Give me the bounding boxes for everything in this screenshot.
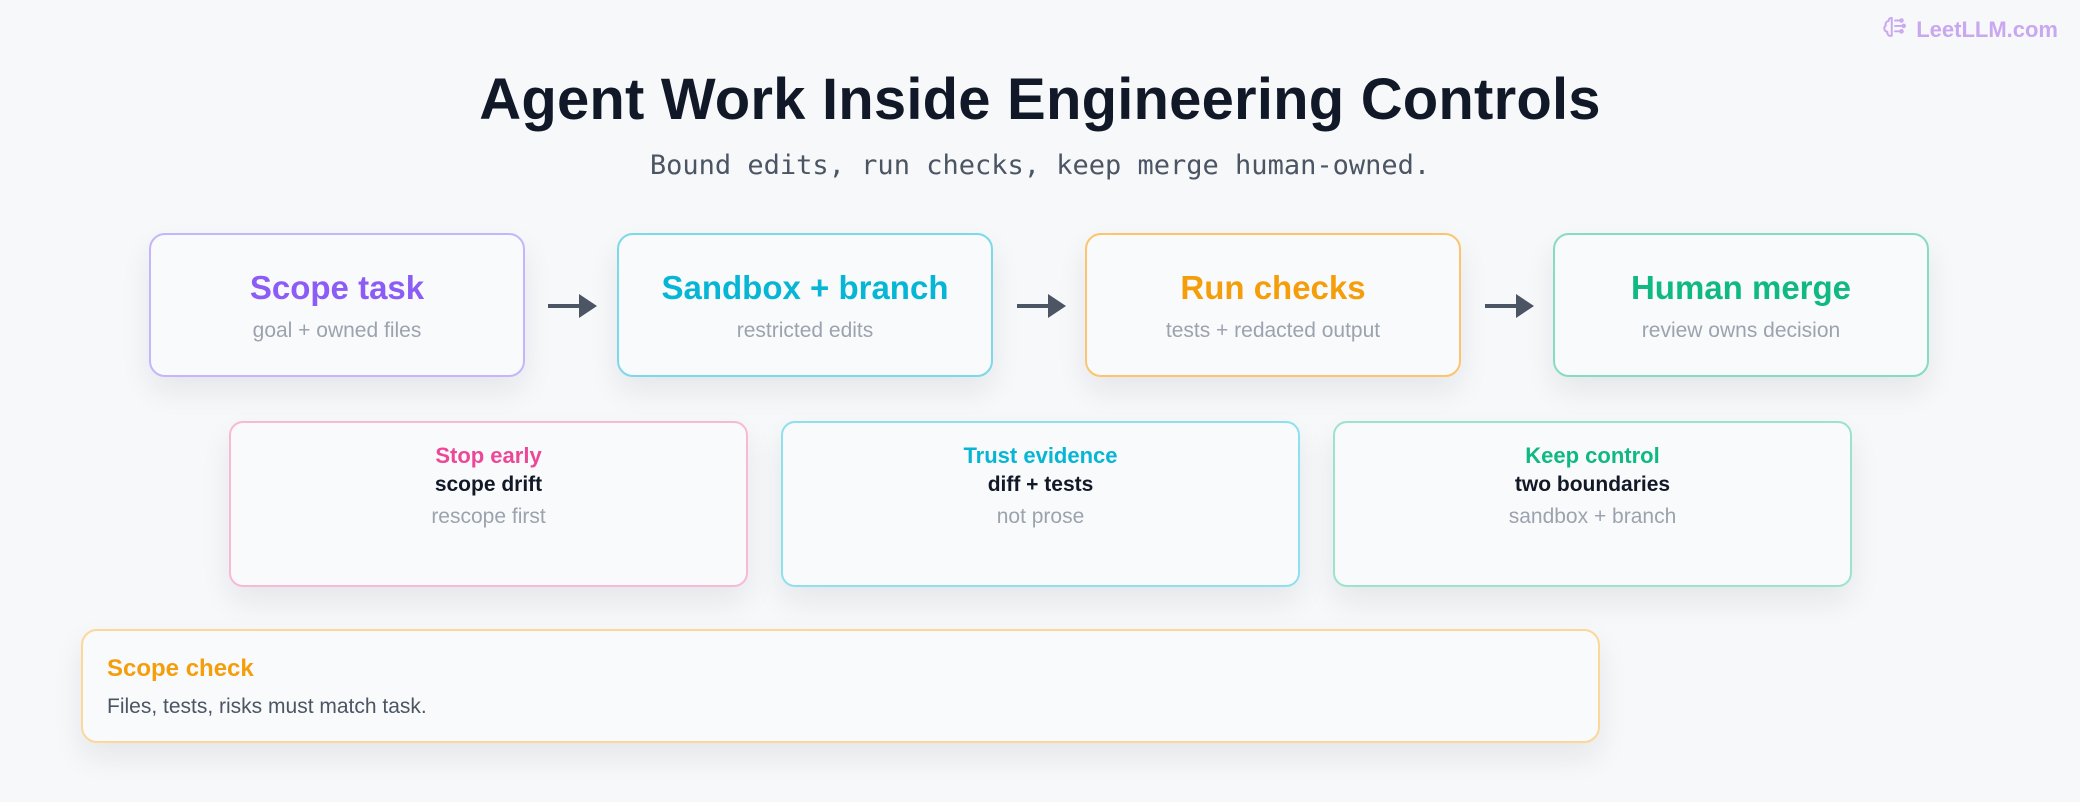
step-sandbox-branch: Sandbox + branch restricted edits (617, 233, 993, 377)
card-title: Keep control (1525, 443, 1660, 468)
brand-logo[interactable]: LeetLLM.com (1882, 14, 2058, 46)
arrow-right-icon (1017, 294, 1066, 318)
step-title: Run checks (1180, 269, 1366, 306)
card-note: not prose (996, 505, 1085, 528)
step-scope-task: Scope task goal + owned files (149, 233, 525, 377)
step-run-checks: Run checks tests + redacted output (1085, 233, 1461, 377)
step-subtitle: review owns decision (1641, 319, 1841, 342)
page-title: Agent Work Inside Engineering Controls (479, 67, 1601, 132)
step-subtitle: restricted edits (736, 319, 874, 342)
arrow-right-icon (1485, 294, 1534, 318)
step-title: Scope task (249, 269, 425, 306)
step-title: Sandbox + branch (661, 269, 949, 306)
card-stop-early: Stop early scope drift rescope first (229, 421, 748, 587)
card-note: sandbox + branch (1508, 505, 1677, 528)
card-title: Trust evidence (963, 443, 1118, 468)
card-trust-evidence: Trust evidence diff + tests not prose (781, 421, 1300, 587)
step-human-merge: Human merge review owns decision (1553, 233, 1929, 377)
step-title: Human merge (1630, 269, 1852, 306)
arrow-right-icon (548, 294, 597, 318)
card-subtitle: two boundaries (1514, 473, 1671, 496)
scope-check-panel: Scope check Files, tests, risks must mat… (81, 629, 1600, 743)
card-title: Stop early (435, 443, 542, 468)
card-subtitle: diff + tests (987, 473, 1094, 496)
scope-check-body: Files, tests, risks must match task. (107, 695, 427, 718)
brand-text: LeetLLM.com (1916, 17, 2058, 42)
card-note: rescope first (431, 505, 546, 528)
card-keep-control: Keep control two boundaries sandbox + br… (1333, 421, 1852, 587)
scope-check-title: Scope check (107, 655, 254, 682)
step-subtitle: tests + redacted output (1165, 319, 1381, 342)
brain-icon (1882, 14, 1908, 46)
page-subtitle: Bound edits, run checks, keep merge huma… (649, 150, 1431, 181)
step-subtitle: goal + owned files (252, 319, 422, 342)
card-subtitle: scope drift (434, 473, 543, 496)
